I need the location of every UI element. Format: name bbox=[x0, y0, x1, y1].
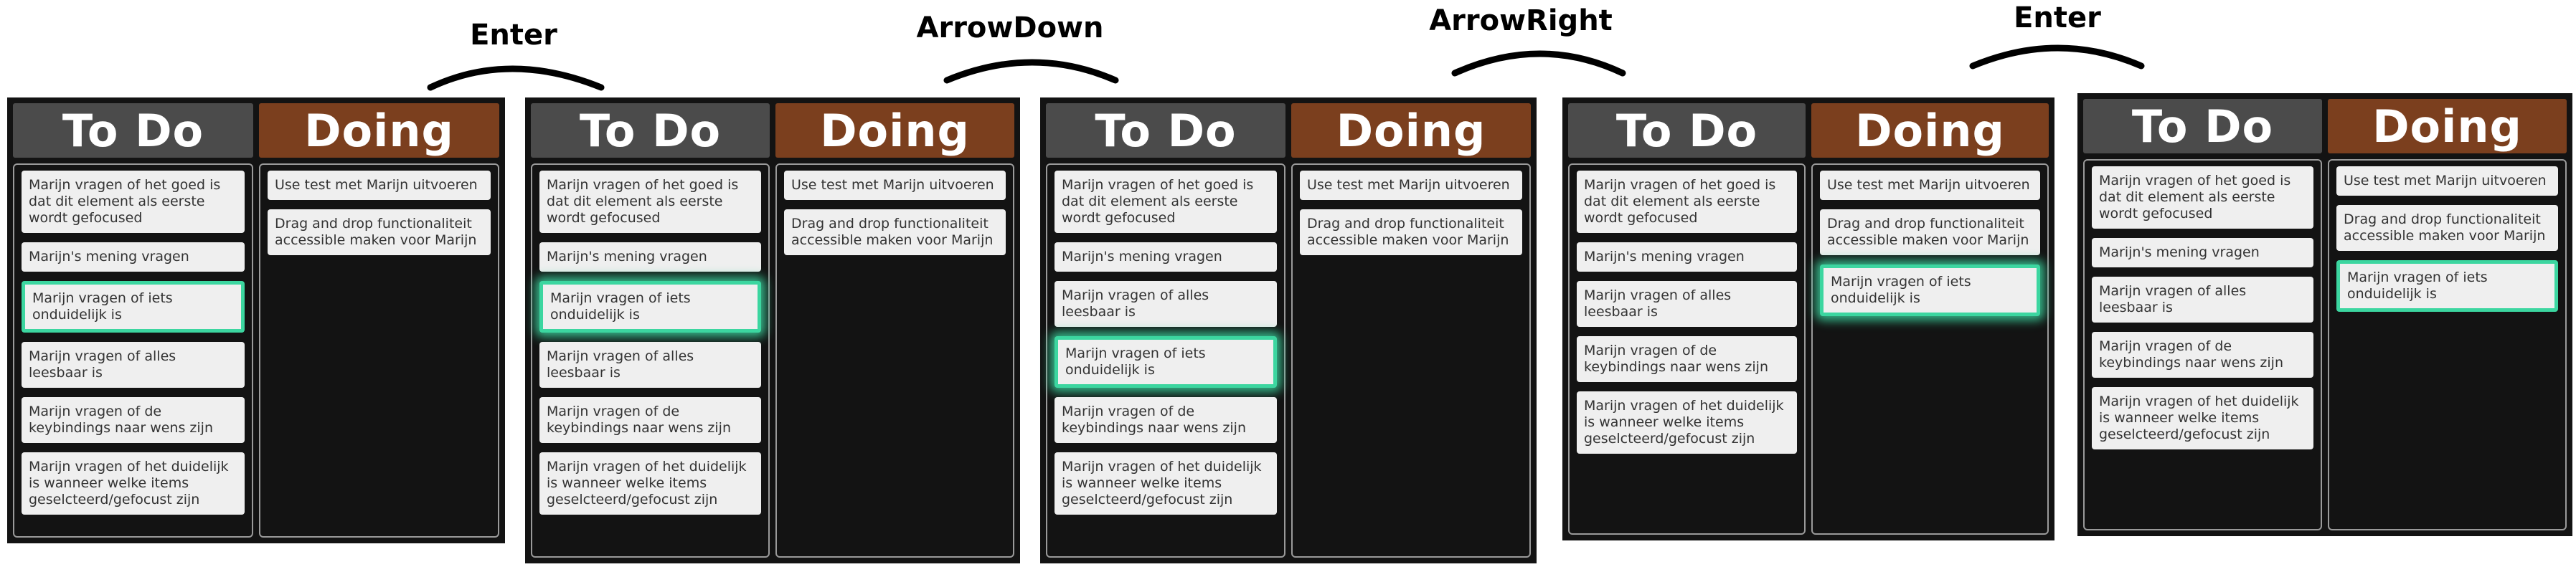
todo-column: To Do Marijn vragen of het goed is dat d… bbox=[2083, 99, 2322, 530]
arc-enter-1 bbox=[427, 65, 605, 91]
card[interactable]: Marijn's mening vragen bbox=[539, 242, 761, 272]
card[interactable]: Marijn's mening vragen bbox=[1055, 242, 1277, 272]
card[interactable]: Marijn vragen of alles leesbaar is bbox=[1055, 281, 1277, 327]
card[interactable]: Marijn vragen of het duidelijk is wannee… bbox=[1577, 391, 1797, 454]
card[interactable]: Marijn vragen of de keybindings naar wen… bbox=[2092, 332, 2313, 378]
card[interactable]: Marijn vragen of het duidelijk is wannee… bbox=[2092, 387, 2313, 449]
todo-column-header: To Do bbox=[1046, 103, 1285, 158]
doing-column-header: Doing bbox=[775, 103, 1014, 158]
key-label-enter-1: Enter bbox=[470, 19, 557, 52]
card[interactable]: Marijn vragen of de keybindings naar wen… bbox=[1055, 397, 1277, 443]
card[interactable]: Marijn vragen of het goed is dat dit ele… bbox=[22, 171, 245, 233]
key-label-arrowdown: ArrowDown bbox=[916, 11, 1104, 44]
todo-column-header: To Do bbox=[2083, 99, 2322, 153]
doing-column: Doing Use test met Marijn uitvoeren Drag… bbox=[1291, 103, 1531, 558]
todo-column: To Do Marijn vragen of het goed is dat d… bbox=[13, 103, 253, 538]
card[interactable]: Marijn's mening vragen bbox=[2092, 238, 2313, 267]
kanban-board-step-2: To Do Marijn vragen of het goed is dat d… bbox=[525, 97, 1020, 563]
card[interactable]: Marijn vragen of de keybindings naar wen… bbox=[1577, 336, 1797, 382]
card[interactable]: Marijn vragen of het goed is dat dit ele… bbox=[2092, 166, 2313, 229]
card-grabbed[interactable]: Marijn vragen of iets onduidelijk is bbox=[1820, 264, 2040, 316]
arc-enter-2 bbox=[1969, 44, 2145, 70]
card[interactable]: Drag and drop functionaliteit accessible… bbox=[268, 209, 491, 255]
doing-column: Doing Use test met Marijn uitvoeren Drag… bbox=[259, 103, 499, 538]
card[interactable]: Marijn vragen of de keybindings naar wen… bbox=[22, 397, 245, 443]
doing-column-body: Use test met Marijn uitvoeren Drag and d… bbox=[775, 163, 1014, 558]
card[interactable]: Marijn vragen of alles leesbaar is bbox=[22, 342, 245, 388]
doing-column-header: Doing bbox=[1291, 103, 1531, 158]
card[interactable]: Marijn vragen of het duidelijk is wannee… bbox=[1055, 452, 1277, 515]
todo-column-header: To Do bbox=[531, 103, 770, 158]
doing-column-body: Use test met Marijn uitvoeren Drag and d… bbox=[1811, 163, 2049, 535]
key-label-arrowright: ArrowRight bbox=[1429, 4, 1613, 37]
card-grabbed[interactable]: Marijn vragen of iets onduidelijk is bbox=[539, 281, 761, 333]
card[interactable]: Drag and drop functionaliteit accessible… bbox=[1300, 209, 1522, 255]
todo-column-body: Marijn vragen of het goed is dat dit ele… bbox=[1568, 163, 1806, 535]
card-focused[interactable]: Marijn vragen of iets onduidelijk is bbox=[22, 281, 245, 333]
card[interactable]: Use test met Marijn uitvoeren bbox=[2336, 166, 2558, 196]
card[interactable]: Marijn vragen of het duidelijk is wannee… bbox=[22, 452, 245, 515]
card[interactable]: Drag and drop functionaliteit accessible… bbox=[1820, 209, 2040, 255]
card[interactable]: Use test met Marijn uitvoeren bbox=[268, 171, 491, 200]
card[interactable]: Drag and drop functionaliteit accessible… bbox=[784, 209, 1006, 255]
kanban-board-step-1: To Do Marijn vragen of het goed is dat d… bbox=[7, 97, 505, 543]
card[interactable]: Marijn vragen of alles leesbaar is bbox=[2092, 277, 2313, 323]
kanban-board-step-3: To Do Marijn vragen of het goed is dat d… bbox=[1040, 97, 1537, 563]
card[interactable]: Marijn's mening vragen bbox=[1577, 242, 1797, 272]
card-focused[interactable]: Marijn vragen of iets onduidelijk is bbox=[2336, 260, 2558, 312]
card[interactable]: Marijn vragen of het goed is dat dit ele… bbox=[1577, 171, 1797, 233]
card[interactable]: Marijn vragen of de keybindings naar wen… bbox=[539, 397, 761, 443]
todo-column-body: Marijn vragen of het goed is dat dit ele… bbox=[13, 163, 253, 538]
doing-column: Doing Use test met Marijn uitvoeren Drag… bbox=[1811, 103, 2049, 535]
doing-column: Doing Use test met Marijn uitvoeren Drag… bbox=[2328, 99, 2567, 530]
card[interactable]: Marijn vragen of het duidelijk is wannee… bbox=[539, 452, 761, 515]
card[interactable]: Drag and drop functionaliteit accessible… bbox=[2336, 205, 2558, 251]
doing-column-header: Doing bbox=[2328, 99, 2567, 153]
doing-column: Doing Use test met Marijn uitvoeren Drag… bbox=[775, 103, 1014, 558]
card[interactable]: Marijn's mening vragen bbox=[22, 242, 245, 272]
todo-column: To Do Marijn vragen of het goed is dat d… bbox=[531, 103, 770, 558]
kanban-board-step-4: To Do Marijn vragen of het goed is dat d… bbox=[1562, 97, 2054, 540]
doing-column-header: Doing bbox=[1811, 103, 2049, 158]
card[interactable]: Use test met Marijn uitvoeren bbox=[1820, 171, 2040, 200]
card[interactable]: Use test met Marijn uitvoeren bbox=[1300, 171, 1522, 200]
key-label-enter-2: Enter bbox=[2014, 1, 2101, 34]
doing-column-body: Use test met Marijn uitvoeren Drag and d… bbox=[259, 163, 499, 538]
kanban-board-step-5: To Do Marijn vragen of het goed is dat d… bbox=[2077, 93, 2572, 536]
arc-arrowdown bbox=[943, 59, 1119, 84]
card[interactable]: Marijn vragen of het goed is dat dit ele… bbox=[539, 171, 761, 233]
todo-column-body: Marijn vragen of het goed is dat dit ele… bbox=[1046, 163, 1285, 558]
doing-column-header: Doing bbox=[259, 103, 499, 158]
todo-column-body: Marijn vragen of het goed is dat dit ele… bbox=[2083, 159, 2322, 530]
doing-column-body: Use test met Marijn uitvoeren Drag and d… bbox=[2328, 159, 2567, 530]
todo-column-body: Marijn vragen of het goed is dat dit ele… bbox=[531, 163, 770, 558]
todo-column-header: To Do bbox=[13, 103, 253, 158]
doing-column-body: Use test met Marijn uitvoeren Drag and d… bbox=[1291, 163, 1531, 558]
todo-column-header: To Do bbox=[1568, 103, 1806, 158]
card[interactable]: Marijn vragen of alles leesbaar is bbox=[1577, 281, 1797, 327]
todo-column: To Do Marijn vragen of het goed is dat d… bbox=[1046, 103, 1285, 558]
card[interactable]: Use test met Marijn uitvoeren bbox=[784, 171, 1006, 200]
arc-arrowright bbox=[1451, 50, 1626, 77]
card[interactable]: Marijn vragen of het goed is dat dit ele… bbox=[1055, 171, 1277, 233]
card-grabbed[interactable]: Marijn vragen of iets onduidelijk is bbox=[1055, 336, 1277, 388]
card[interactable]: Marijn vragen of alles leesbaar is bbox=[539, 342, 761, 388]
todo-column: To Do Marijn vragen of het goed is dat d… bbox=[1568, 103, 1806, 535]
